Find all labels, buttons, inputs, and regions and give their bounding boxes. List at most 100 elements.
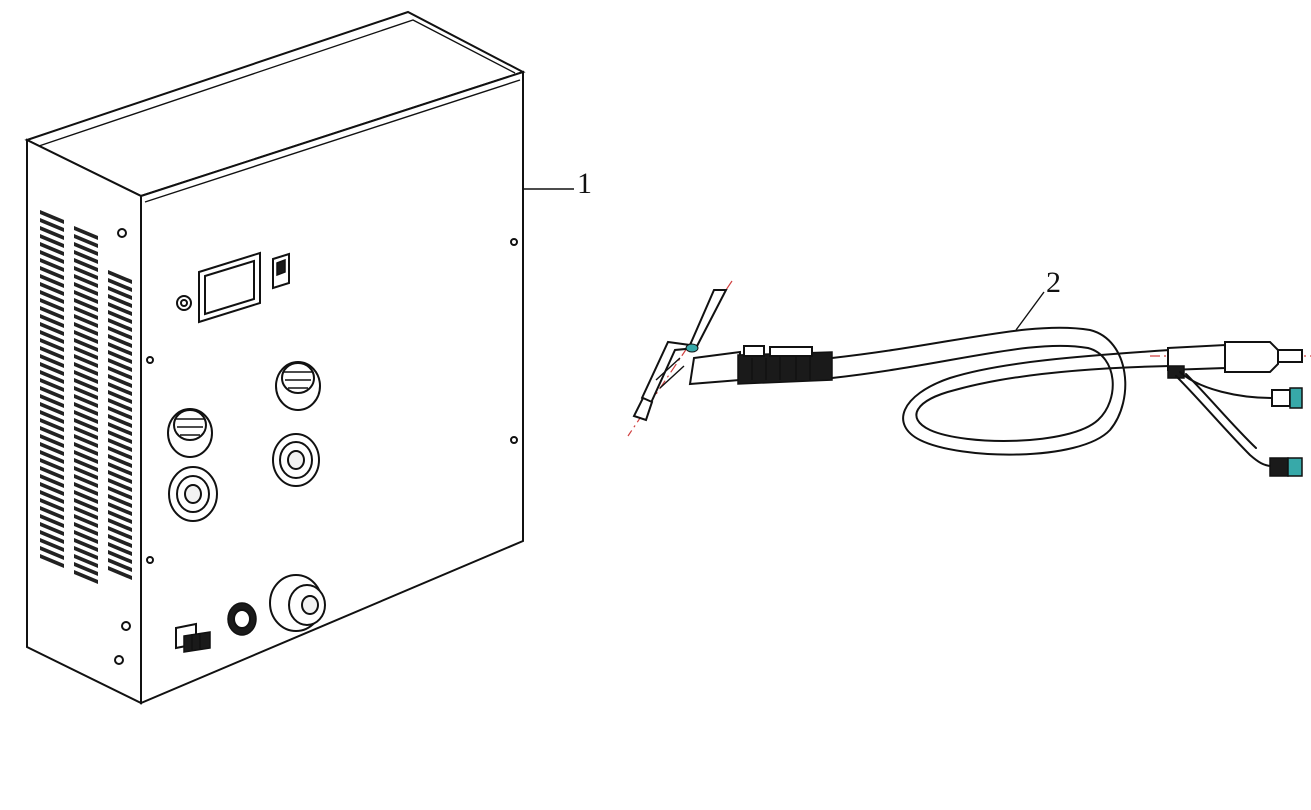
vent-slot <box>40 378 64 392</box>
vent-slot <box>74 554 98 568</box>
vent-slot <box>74 442 98 456</box>
vent-slot <box>40 274 64 288</box>
vent-slot <box>40 554 64 568</box>
vent-slot <box>108 374 132 388</box>
vent-slot <box>74 418 98 432</box>
vent-slot <box>108 534 132 548</box>
vent-slot <box>40 458 64 472</box>
vent-slot <box>74 370 98 384</box>
vent-slot <box>40 266 64 280</box>
vent-slot <box>74 258 98 272</box>
vent-slot <box>108 334 132 348</box>
vent-slot <box>74 394 98 408</box>
torch-cable-assembly <box>627 280 1311 477</box>
vent-slot <box>108 486 132 500</box>
vent-slot <box>74 322 98 336</box>
cabinet-front-face <box>140 70 524 705</box>
vent-slot <box>74 490 98 504</box>
vent-slot <box>74 570 98 584</box>
vent-slot <box>40 250 64 264</box>
vent-slot <box>74 282 98 296</box>
vent-slot <box>108 526 132 540</box>
vent-slot <box>40 434 64 448</box>
output-socket-left <box>168 466 218 522</box>
output-socket-right <box>272 433 320 487</box>
vent-slot <box>40 506 64 520</box>
vent-slot <box>74 274 98 288</box>
ground-terminal <box>269 574 326 632</box>
vent-slot <box>108 278 132 292</box>
vent-slot <box>40 530 64 544</box>
vent-slot <box>74 474 98 488</box>
vent-slot <box>40 346 64 360</box>
control-plug <box>1287 457 1303 477</box>
vent-slot <box>40 362 64 376</box>
vent-slot <box>74 426 98 440</box>
vent-slot <box>40 314 64 328</box>
vent-slot <box>108 390 132 404</box>
vent-slot <box>74 242 98 256</box>
vent-slot <box>74 482 98 496</box>
vent-slot <box>40 370 64 384</box>
vent-slot <box>40 258 64 272</box>
vent-slot <box>108 294 132 308</box>
vent-slot <box>74 466 98 480</box>
vent-slot <box>108 286 132 300</box>
vent-slot <box>108 270 132 284</box>
vent-slot <box>108 398 132 412</box>
vent-slot <box>108 326 132 340</box>
vent-slot <box>74 458 98 472</box>
vent-slot <box>74 298 98 312</box>
vent-slot <box>40 546 64 560</box>
vent-slot <box>40 282 64 296</box>
vent-slot <box>108 510 132 524</box>
vent-slot <box>40 338 64 352</box>
vent-slot <box>40 522 64 536</box>
vent-slot <box>108 462 132 476</box>
vent-slot <box>40 498 64 512</box>
vent-slot <box>108 550 132 564</box>
vent-slot <box>108 342 132 356</box>
adjust-knob-left <box>167 408 213 458</box>
vent-slot <box>74 234 98 248</box>
vent-slot <box>40 322 64 336</box>
leader-line-2 <box>1015 291 1045 331</box>
vent-slot <box>74 546 98 560</box>
vent-slot <box>108 494 132 508</box>
vent-slot <box>108 478 132 492</box>
vent-slot <box>40 242 64 256</box>
vent-slot <box>108 542 132 556</box>
vent-slot <box>40 418 64 432</box>
vent-slot <box>108 454 132 468</box>
vent-slot <box>74 338 98 352</box>
vent-slot <box>40 514 64 528</box>
vent-slot <box>108 558 132 572</box>
vent-slot <box>40 234 64 248</box>
vent-slot <box>74 514 98 528</box>
gas-connector <box>1289 387 1303 409</box>
vent-slot <box>40 298 64 312</box>
vent-slot <box>108 350 132 364</box>
vent-slot <box>108 318 132 332</box>
vent-slot <box>74 386 98 400</box>
vent-slot <box>108 518 132 532</box>
vent-slot <box>40 386 64 400</box>
vent-slot <box>108 414 132 428</box>
vent-slot <box>40 410 64 424</box>
vent-slot <box>74 226 98 240</box>
vent-slot <box>108 502 132 516</box>
vent-slot <box>40 450 64 464</box>
vent-slot <box>74 266 98 280</box>
power-cabinet <box>24 10 574 705</box>
vent-slot <box>74 362 98 376</box>
vent-slot <box>40 226 64 240</box>
vent-slot <box>108 366 132 380</box>
callout-label-2: 2 <box>1046 266 1061 299</box>
vent-slot <box>108 470 132 484</box>
vent-slot <box>40 394 64 408</box>
cabinet-front-rim <box>144 79 521 203</box>
adjust-knob-upper <box>275 361 321 411</box>
vent-slot <box>74 306 98 320</box>
